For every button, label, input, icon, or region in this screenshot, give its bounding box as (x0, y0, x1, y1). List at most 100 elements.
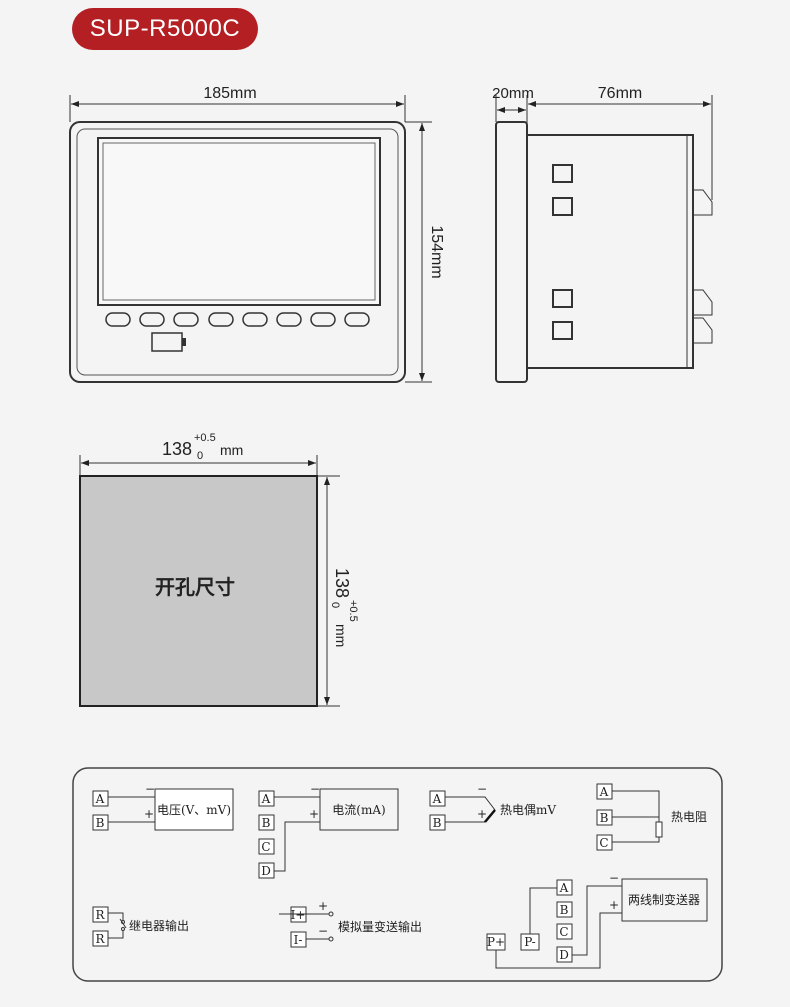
diagram-text: D (559, 948, 569, 962)
panel-cutout: 138 +0.5 0 mm 开孔尺寸 138 +0.5 0 mm (79, 432, 359, 707)
diagram-text: C (599, 836, 608, 850)
diagram-text: + (609, 898, 619, 912)
side-view: 20mm 76mm (492, 85, 713, 383)
diagram-text: A (559, 881, 569, 895)
diagram-text: − (318, 924, 328, 938)
thermocouple-label: 热电偶mV (500, 803, 556, 817)
current-label: 电流(mA) (332, 803, 385, 817)
diagram-line (552, 197, 573, 216)
diagram-text: D (261, 864, 271, 878)
diagram-line (121, 920, 125, 924)
diagram-line (344, 312, 370, 327)
diagram-text: − (310, 782, 320, 796)
relay-output: R R 继电器输出 (92, 906, 189, 947)
cutout-label: 开孔尺寸 (155, 575, 235, 599)
diagram-line (556, 923, 573, 940)
cutout-width-label: 138 (162, 439, 192, 459)
diagram-line (102, 142, 376, 301)
diagram-line (572, 885, 622, 956)
diagram-line (693, 189, 713, 344)
diagram-line (693, 289, 713, 316)
diagram-line (139, 312, 165, 327)
diagram-line (173, 312, 199, 327)
analog-label: 模拟量变送输出 (338, 919, 422, 934)
diagram-line (484, 809, 496, 823)
height-label: 154mm (428, 225, 445, 278)
diagram-line (182, 338, 186, 346)
front-buttons (105, 312, 370, 327)
diagram-text: B (600, 811, 609, 825)
diagram-line (693, 189, 713, 216)
diagram-text: P- (524, 935, 535, 949)
cutout-height-label: 138 (332, 568, 352, 598)
diagram-line (108, 912, 124, 920)
diagram-line (154, 788, 234, 831)
diagram-text: A (432, 792, 442, 806)
diagram-text: B (262, 816, 271, 830)
diagram-line (612, 837, 660, 843)
diagram-text: B (96, 816, 105, 830)
current-input: A B C D −+ 电流(mA) (258, 782, 399, 879)
diagram-line (655, 821, 663, 838)
diagram-text: + (318, 899, 328, 913)
diagram-text: A (261, 792, 271, 806)
diagram-text: + (309, 807, 319, 821)
battery-icon (151, 332, 186, 352)
tol-plus: +0.5 (194, 432, 216, 444)
width-label: 185mm (203, 85, 256, 102)
diagram-line (274, 821, 320, 872)
diagram-line (258, 790, 275, 807)
diagram-line (319, 788, 399, 831)
diagram-line (612, 790, 660, 822)
diagram-line (556, 901, 573, 918)
diagram-line (328, 936, 334, 942)
diagram-line: 138 +0.5 0 mm (329, 568, 359, 647)
diagram-line (552, 289, 573, 308)
front-view: 185mm 154mm (69, 85, 445, 383)
voltage-input: A B − + 电压(V、mV) (92, 782, 234, 831)
diagram-line (92, 790, 109, 807)
tol-zero: 0 (329, 602, 341, 608)
model-title-badge: SUP-R5000C (72, 8, 258, 50)
diagram-text: P+ (487, 935, 505, 949)
screen (97, 137, 381, 306)
diagram-line (92, 906, 109, 923)
rtd-input: A B C 热电阻 (596, 783, 707, 851)
diagram-line (242, 312, 268, 327)
diagram-line (495, 121, 528, 383)
diagram-text: − (145, 782, 155, 796)
diagram-line (552, 321, 573, 340)
diagram-line (310, 312, 336, 327)
diagram-line (258, 838, 275, 855)
diagram-line (276, 312, 302, 327)
relay-label: 继电器输出 (129, 918, 189, 933)
diagram-line (76, 128, 399, 376)
diagram-text: I+ (291, 908, 306, 922)
diagram-text: A (95, 792, 105, 806)
rtd-label: 热电阻 (671, 810, 707, 824)
diagram-line (208, 312, 234, 327)
diagram-line (108, 931, 124, 939)
diagram-text: B (433, 816, 442, 830)
voltage-label: 电压(V、mV) (157, 803, 231, 817)
diagram-line (121, 927, 125, 931)
two-wire-transmitter: A B C D P+ P- −+ 两线制变送器 (486, 871, 708, 969)
diagram-text: + (477, 807, 487, 821)
diagram-line (529, 887, 557, 934)
diagram-text: I- (294, 933, 303, 947)
unit: mm (220, 442, 243, 458)
diagram-line (105, 312, 131, 327)
diagram-line (328, 911, 334, 917)
diagram-line (621, 878, 708, 922)
diagram-text: − (477, 782, 487, 796)
unit: mm (333, 624, 349, 647)
analog-output: I+ I- + − 模拟量变送输出 (279, 899, 422, 948)
diagram-text: C (559, 925, 568, 939)
diagram-text: − (609, 871, 619, 885)
tol-plus: +0.5 (347, 600, 359, 622)
diagram-text: + (144, 807, 154, 821)
diagram-text: R (95, 908, 105, 922)
diagram-line (429, 790, 446, 807)
